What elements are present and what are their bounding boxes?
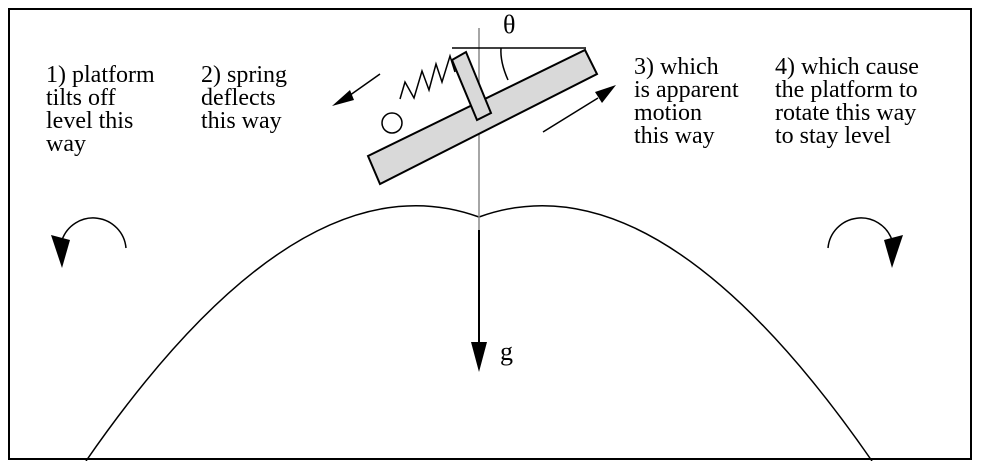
spring-deflection-arrow-head bbox=[332, 90, 354, 106]
spring-coil bbox=[399, 53, 456, 100]
theta-label: θ bbox=[503, 10, 516, 39]
apparent-motion-arrow-shaft bbox=[542, 97, 599, 133]
step4-line4: to stay level bbox=[775, 123, 891, 149]
step2-line2: deflects bbox=[201, 85, 276, 111]
gravity-label: g bbox=[500, 337, 513, 366]
tilt-rotation-arrow-head bbox=[51, 235, 70, 268]
step3-line2: is apparent bbox=[634, 77, 739, 103]
step4-line2: the platform to bbox=[775, 77, 918, 103]
spring-deflection-arrow-shaft bbox=[345, 73, 381, 99]
step1-line1: 1) platform bbox=[46, 62, 155, 88]
step2-line3: this way bbox=[201, 108, 282, 134]
correction-rotation-arrow-head bbox=[884, 235, 903, 268]
theta-angle-arc bbox=[500, 47, 509, 81]
step2-line1: 2) spring bbox=[201, 62, 287, 88]
correction-rotation-arc bbox=[827, 217, 893, 249]
tilt-rotation-arc bbox=[61, 217, 127, 249]
spring-mass bbox=[381, 112, 403, 134]
step1-line4: way bbox=[46, 131, 86, 157]
step1-line3: level this bbox=[46, 108, 134, 134]
step4-line3: rotate this way bbox=[775, 100, 917, 126]
step3-line3: motion bbox=[634, 100, 703, 126]
step3-line1: 3) which bbox=[634, 54, 719, 80]
diagram-frame bbox=[8, 8, 972, 460]
step3-line4: this way bbox=[634, 123, 715, 149]
spring-post bbox=[450, 50, 493, 122]
step1-line2: tilts off bbox=[46, 85, 116, 111]
apparent-motion-arrow-head bbox=[595, 85, 616, 103]
step4-line1: 4) which cause bbox=[775, 54, 919, 80]
gravity-arrow-head bbox=[471, 342, 487, 372]
